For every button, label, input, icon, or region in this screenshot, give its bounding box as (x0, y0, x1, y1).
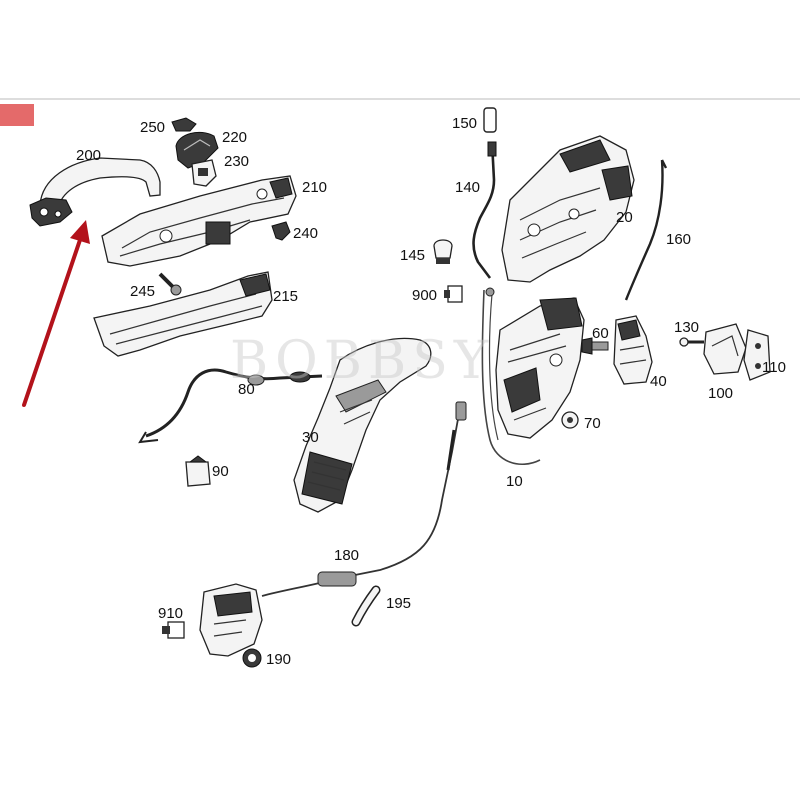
label-90: 90 (212, 463, 229, 480)
part-20-lock-bracket (501, 135, 635, 283)
part-150-cap (483, 107, 497, 133)
label-40: 40 (650, 373, 667, 390)
part-145-grommet (433, 239, 453, 264)
callout-labels: 250 220 230 200 210 240 245 215 150 140 … (76, 115, 786, 668)
part-240-screw (271, 221, 291, 241)
label-140: 140 (455, 179, 480, 196)
part-90-clip (185, 455, 211, 487)
label-220: 220 (222, 129, 247, 146)
label-900: 900 (412, 287, 437, 304)
label-250: 250 (140, 119, 165, 136)
label-10: 10 (506, 473, 523, 490)
part-215-handle-trim (93, 271, 273, 357)
part-10-door-lock (481, 287, 585, 465)
part-130-screw (679, 337, 704, 347)
label-100: 100 (708, 385, 733, 402)
part-910-actuator (162, 583, 263, 657)
part-100-striker (703, 323, 747, 375)
label-200: 200 (76, 147, 101, 164)
label-245: 245 (130, 283, 155, 300)
label-240: 240 (293, 225, 318, 242)
label-130: 130 (674, 319, 699, 336)
part-180-cable (261, 401, 467, 597)
part-140-rod (472, 141, 497, 279)
part-210-handle-carrier (101, 175, 297, 267)
label-20: 20 (616, 209, 633, 226)
part-70-grommet (561, 411, 579, 429)
part-60-bolt (581, 337, 609, 355)
label-215: 215 (273, 288, 298, 305)
label-210: 210 (302, 179, 327, 196)
label-160: 160 (666, 231, 691, 248)
watermark: BOBBSY (230, 331, 494, 391)
label-60: 60 (592, 325, 609, 342)
part-245-screw (158, 272, 182, 296)
part-250-cap (171, 117, 197, 132)
part-195-tube (351, 585, 381, 627)
label-150: 150 (452, 115, 477, 132)
part-30-inner-handle (293, 337, 432, 513)
label-110: 110 (762, 359, 786, 376)
part-80-cable (138, 368, 323, 444)
label-145: 145 (400, 247, 425, 264)
corner-marker (0, 104, 34, 126)
label-70: 70 (584, 415, 601, 432)
label-80: 80 (238, 381, 255, 398)
label-30: 30 (302, 429, 319, 446)
label-910: 910 (158, 605, 183, 622)
part-110-plate (743, 329, 771, 381)
label-195: 195 (386, 595, 411, 612)
label-180: 180 (334, 547, 359, 564)
part-230-bracket (191, 159, 217, 187)
part-40-bracket (613, 315, 653, 385)
label-190: 190 (266, 651, 291, 668)
part-190-grommet (242, 648, 262, 668)
part-900-connector (444, 285, 463, 303)
part-160-rod (624, 159, 668, 301)
red-arrow (22, 220, 90, 407)
part-200-door-handle (29, 157, 161, 227)
label-230: 230 (224, 153, 249, 170)
